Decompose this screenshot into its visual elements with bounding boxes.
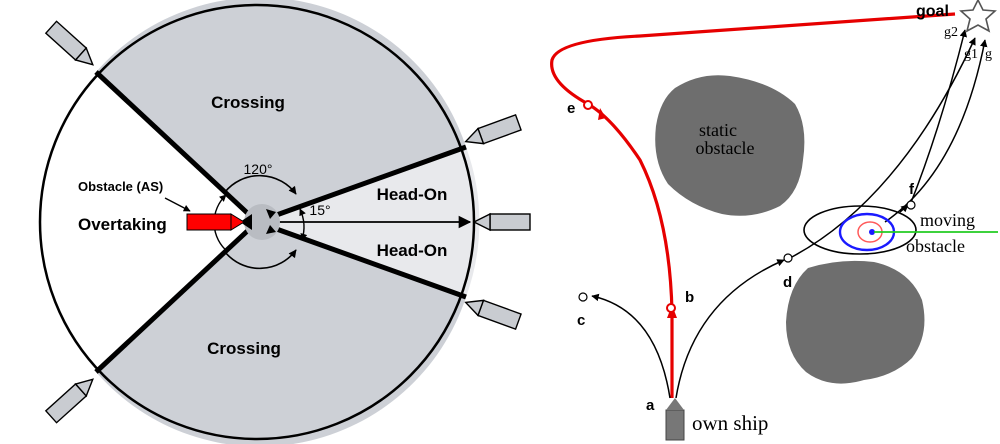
crossing-bottom-label: Crossing — [207, 339, 281, 358]
ship-icon-lower-right — [464, 299, 522, 330]
crossing-top-sector — [96, 0, 466, 222]
angle-15-label: 15° — [309, 202, 330, 218]
ship-icon-top-left — [44, 20, 94, 66]
static-obstacle-label-1: static — [699, 120, 737, 140]
static-obstacle-bottom — [786, 260, 925, 384]
waypoint-c — [578, 292, 588, 302]
waypoint-f — [906, 200, 916, 210]
encounter-sector-diagram: Crossing Crossing Head-On Head-On 120° 1… — [38, 0, 531, 444]
angle-120-label: 120° — [244, 161, 273, 177]
point-c-label: c — [577, 312, 585, 329]
waypoint-e — [583, 100, 593, 110]
angle-120-arc — [224, 174, 297, 195]
path-d-to-g1 — [789, 37, 976, 259]
moving-obstacle-outer — [803, 205, 917, 255]
head-on-lower-label: Head-On — [377, 241, 448, 260]
point-d-label: d — [783, 274, 792, 291]
goal-g2-label: g2 — [944, 25, 958, 40]
static-obstacle-top — [655, 75, 805, 216]
own-ship-label: own ship — [692, 411, 768, 435]
ship-icon-bottom-left — [44, 378, 94, 424]
path-to-c — [591, 293, 671, 399]
path-to-d — [675, 259, 785, 399]
goal-label: goal — [916, 3, 949, 20]
waypoint-b — [666, 303, 676, 313]
crossing-top-label: Crossing — [211, 93, 285, 112]
obstacle-label: Obstacle (AS) — [78, 179, 163, 194]
path-planning-diagram: goal g2 g1 g static obstacle moving obst… — [550, 0, 998, 441]
goal-g-label: g — [985, 47, 992, 62]
angle-15-arc — [299, 208, 308, 241]
moving-obstacle-label-1: moving — [920, 210, 975, 230]
waypoint-d — [783, 253, 793, 263]
head-on-upper-label: Head-On — [377, 185, 448, 204]
point-f-label: f — [909, 181, 915, 198]
crossing-bottom-sector — [96, 222, 466, 444]
ship-icon-right — [472, 212, 531, 232]
point-b-label: b — [685, 289, 694, 306]
path-to-g — [884, 39, 988, 223]
own-ship-icon — [665, 409, 685, 441]
path-f-to-g2 — [909, 29, 968, 206]
goal-star-icon — [959, 0, 997, 33]
point-a-label: a — [646, 397, 655, 414]
static-obstacle-label-2: obstacle — [696, 138, 755, 158]
overtaking-label: Overtaking — [78, 215, 167, 234]
ship-icon-upper-right — [464, 114, 522, 145]
overtaking-obstacle-ship — [186, 213, 232, 231]
moving-obstacle-label-2: obstacle — [906, 236, 965, 256]
point-e-label: e — [567, 100, 575, 117]
goal-g1-label: g1 — [964, 47, 978, 62]
